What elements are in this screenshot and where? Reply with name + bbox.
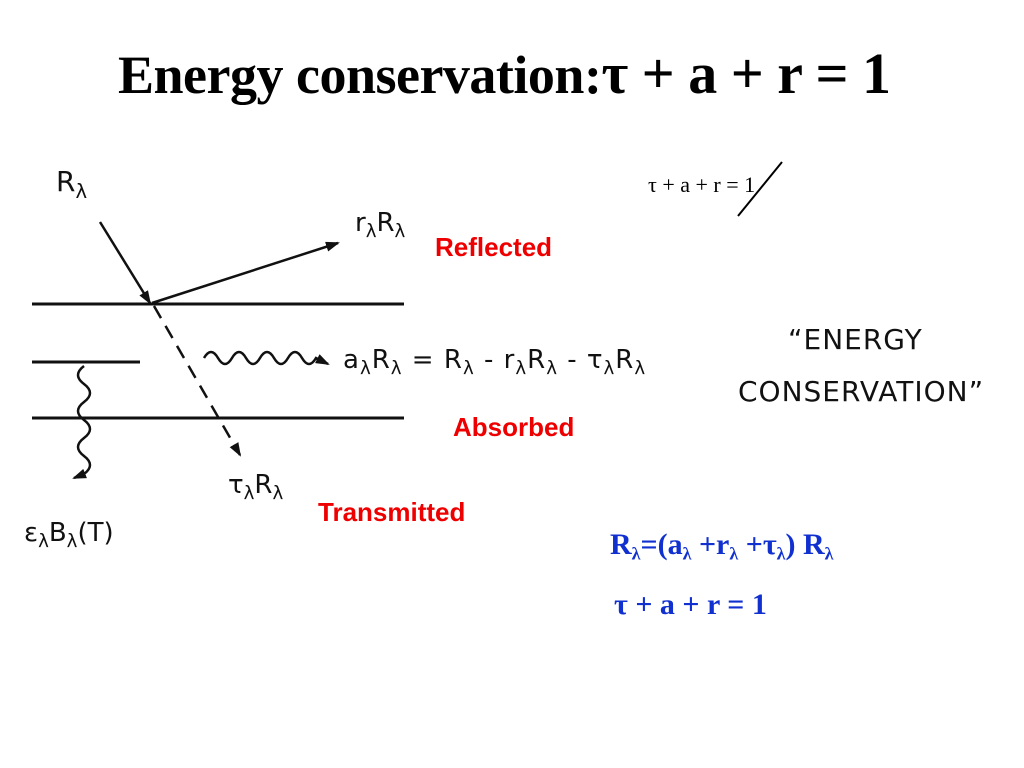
title-equation: τ + a + r = 1: [601, 41, 891, 106]
transmitted-ray: [152, 305, 242, 457]
reflected-label: Reflected: [435, 232, 553, 262]
strike-through-mark: [737, 161, 783, 217]
blue-equation-1: Rλ=(aλ +rλ +τλ) Rλ: [610, 528, 834, 564]
absorbed-wave: [202, 350, 330, 366]
energy-note-line2: CONSERVATION”: [738, 375, 985, 408]
incident-ray: [98, 221, 152, 305]
reflected-ray: [151, 241, 340, 305]
transmitted-formula: τλRλ: [228, 470, 284, 505]
energy-note-line1: “ENERGY: [788, 323, 923, 356]
energy-conservation-note: “ENERGY CONSERVATION”: [738, 314, 984, 418]
absorbed-label: Absorbed: [453, 412, 575, 442]
blue-equation-2: τ + a + r = 1: [614, 588, 767, 621]
small-equation: τ + a + r = 1: [648, 172, 756, 197]
absorbed-formula: aλRλ = Rλ - rλRλ - τλRλ: [343, 345, 647, 380]
incident-radiation-label: Rλ: [56, 165, 88, 203]
emission-wave: [72, 365, 92, 480]
emission-formula: ελBλ(T): [24, 518, 114, 553]
transmitted-label: Transmitted: [318, 497, 466, 527]
reflected-formula: rλRλ: [355, 208, 406, 243]
slide-title: Energy conservation:τ + a + r = 1: [118, 40, 891, 107]
title-text: Energy conservation:: [118, 45, 602, 105]
